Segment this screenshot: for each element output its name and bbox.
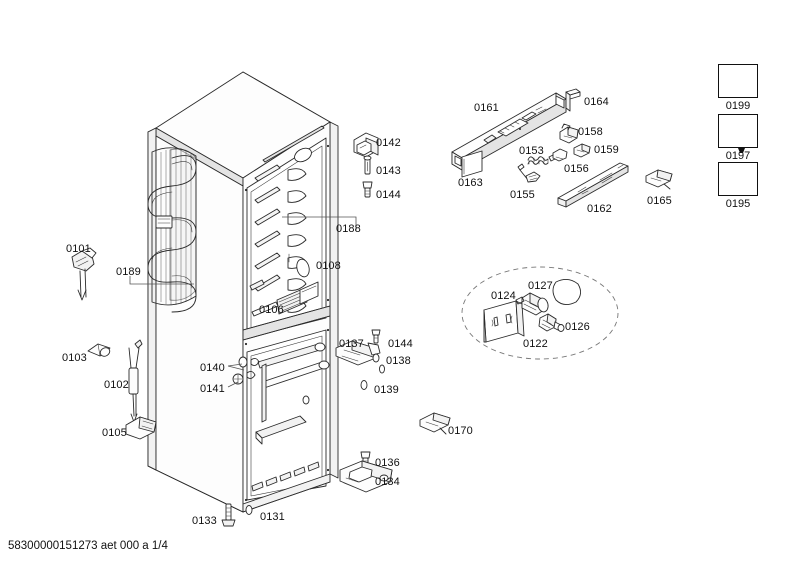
part-0163-plate	[461, 150, 483, 178]
part-0122-switch-panel	[483, 300, 525, 343]
part-0165-clip	[645, 169, 673, 190]
callout-0122: 0122	[523, 338, 548, 350]
legend-box-0199	[718, 64, 758, 98]
callout-0133: 0133	[192, 515, 217, 527]
part-0137-hinge-bracket	[335, 340, 381, 366]
callout-0153: 0153	[519, 145, 544, 157]
legend-box-0197	[718, 114, 758, 148]
part-0131-bushing	[245, 505, 253, 515]
part-0101-mains-plug	[71, 247, 97, 301]
callout-leader-0188	[282, 216, 357, 231]
part-0144-screw-upper	[362, 181, 373, 198]
callout-0144-upper: 0144	[376, 189, 401, 201]
callout-0159: 0159	[594, 144, 619, 156]
callout-0101: 0101	[66, 243, 91, 255]
base-vent-slots	[251, 461, 320, 492]
lamp-assembly-inset	[461, 266, 619, 360]
callout-0103: 0103	[62, 352, 87, 364]
crisper-grille-0106	[249, 279, 319, 317]
legend-box-0195	[718, 162, 758, 196]
part-0158-connector	[559, 123, 579, 144]
callout-0136: 0136	[375, 457, 400, 469]
callout-0164: 0164	[584, 96, 609, 108]
callout-leader-0189	[129, 276, 194, 285]
part-0126-bulb	[538, 313, 565, 332]
callout-0137: 0137	[339, 338, 364, 350]
callout-0163: 0163	[458, 177, 483, 189]
callout-0143: 0143	[376, 165, 401, 177]
callout-0141: 0141	[200, 383, 225, 395]
callout-0138: 0138	[386, 355, 411, 367]
part-0170-clip	[419, 412, 451, 435]
evaporator-coil-assembly	[147, 147, 197, 313]
callout-0108: 0108	[316, 260, 341, 272]
freezer-interior-parts	[232, 342, 330, 445]
part-0159-block	[573, 143, 591, 158]
callout-leaders-0140-0141	[227, 363, 245, 388]
part-0164-bracket	[565, 88, 581, 112]
part-0153-spring	[527, 156, 549, 165]
callout-0158: 0158	[578, 126, 603, 138]
callout-0189: 0189	[116, 266, 141, 278]
part-0144-screw-mid	[371, 329, 381, 344]
callout-0144-mid: 0144	[388, 338, 413, 350]
callout-0170: 0170	[448, 425, 473, 437]
legend-number-0197: 0197	[725, 150, 751, 162]
part-0133-leveling-foot	[221, 503, 236, 527]
callout-0124: 0124	[491, 290, 516, 302]
callout-0156: 0156	[564, 163, 589, 175]
part-0124-lamp-socket	[515, 292, 549, 316]
screw-marks	[244, 144, 330, 502]
legend-number-0199: 0199	[725, 100, 751, 112]
legend-number-0195: 0195	[725, 198, 751, 210]
part-0143-pin	[363, 155, 372, 175]
callout-0126: 0126	[565, 321, 590, 333]
part-0134-base-hinge	[339, 460, 393, 493]
part-0162-trim-strip	[557, 162, 629, 208]
callout-0106: 0106	[259, 304, 284, 316]
part-0139-bushing	[360, 364, 385, 390]
refrigerator-cabinet	[147, 71, 339, 513]
callout-0102: 0102	[104, 379, 129, 391]
part-0103-sleeve	[87, 343, 111, 357]
callout-0131: 0131	[260, 511, 285, 523]
document-footer: 58300000151273 aet 000 a 1/4	[8, 540, 168, 552]
callout-0188: 0188	[336, 223, 361, 235]
callout-0139: 0139	[374, 384, 399, 396]
callout-0105: 0105	[102, 427, 127, 439]
callout-0134: 0134	[375, 476, 400, 488]
callout-0165: 0165	[647, 195, 672, 207]
part-0105-clip	[125, 416, 157, 440]
part-0142-hinge-cover	[353, 132, 379, 158]
part-0127-lens-cover	[552, 279, 581, 305]
upper-shelf-rails	[254, 147, 312, 313]
part-0156-clip	[548, 148, 568, 162]
part-0155-screw	[517, 163, 541, 183]
part-0102-thermostat-sensor	[128, 339, 143, 423]
callout-0161: 0161	[474, 102, 499, 114]
callout-0162: 0162	[587, 203, 612, 215]
callout-0155: 0155	[510, 189, 535, 201]
callout-0140: 0140	[200, 362, 225, 374]
callout-0142: 0142	[376, 137, 401, 149]
callout-0127: 0127	[528, 280, 553, 292]
